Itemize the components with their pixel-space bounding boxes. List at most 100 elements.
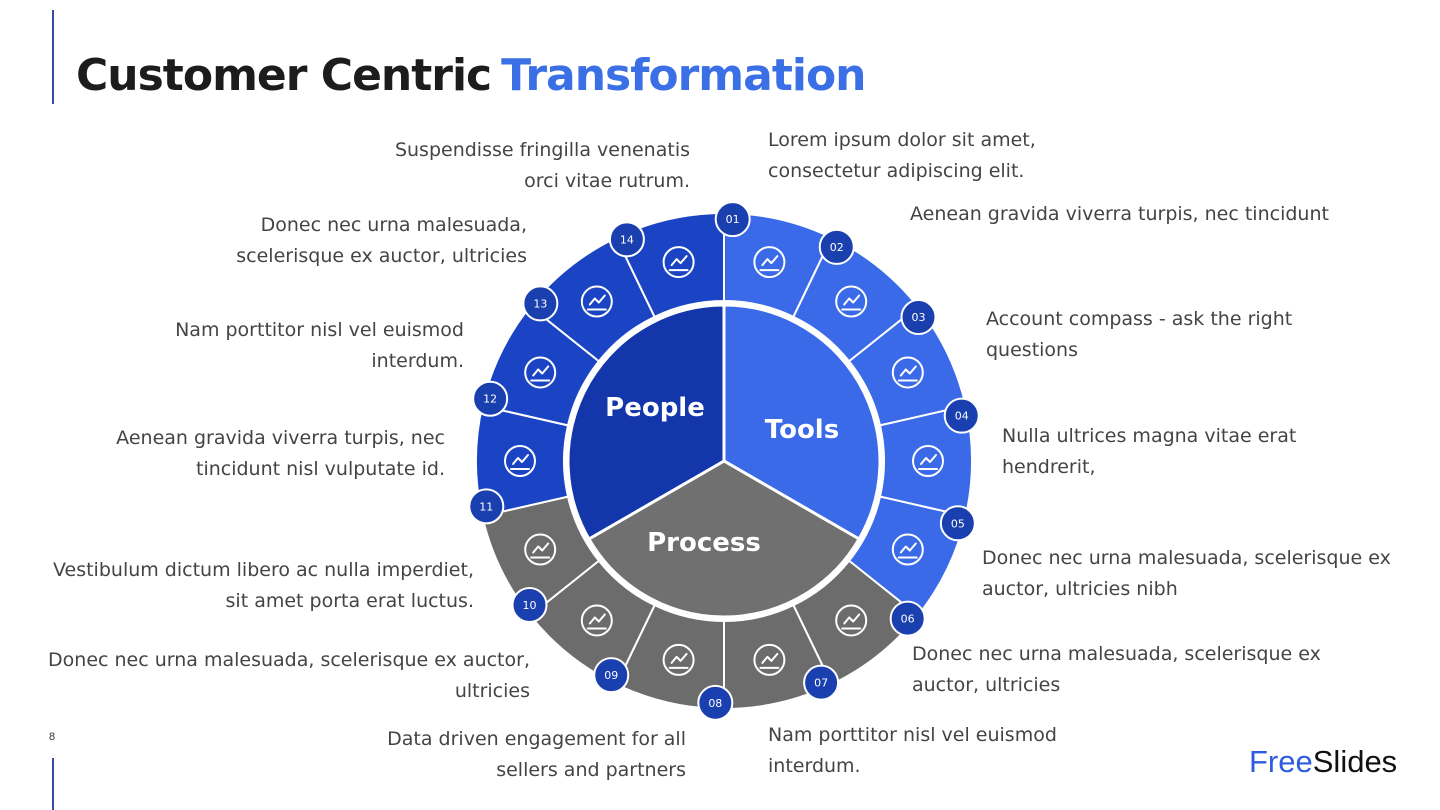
- number-badge-text: 14: [620, 233, 634, 246]
- caption-line: Data driven engagement for all: [387, 728, 686, 750]
- title-part-1: Customer Centric: [76, 50, 492, 101]
- number-badge-04: 04: [943, 397, 980, 434]
- number-badge-05: 05: [939, 505, 976, 542]
- number-badge-09: 09: [593, 657, 630, 694]
- caption-line: Lorem ipsum dolor sit amet,: [768, 129, 1036, 151]
- caption-line: Nam porttitor nisl vel euismod: [175, 319, 464, 341]
- caption-04: Nulla ultrices magna vitae erat hendreri…: [1002, 421, 1296, 483]
- caption-line: questions: [986, 339, 1078, 361]
- number-badge-02: 02: [818, 228, 855, 265]
- caption-line: Aenean gravida viverra turpis, nec: [116, 427, 445, 449]
- caption-09: Donec nec urna malesuada, scelerisque ex…: [48, 645, 530, 707]
- caption-line: Donec nec urna malesuada, scelerisque ex: [982, 547, 1391, 569]
- caption-line: sit amet porta erat luctus.: [225, 590, 474, 612]
- number-badge-text: 09: [604, 669, 618, 682]
- caption-07: Nam porttitor nisl vel euismod interdum.: [768, 720, 1057, 782]
- brand-logo: FreeSlides: [1249, 744, 1397, 780]
- caption-14: Suspendisse fringilla venenatis orci vit…: [395, 135, 690, 197]
- caption-line: interdum.: [371, 350, 464, 372]
- gears-icon: [580, 285, 613, 318]
- caption-03: Account compass - ask the right question…: [986, 304, 1292, 366]
- user-eye-checklist-icon: [580, 604, 613, 637]
- number-badge-text: 06: [901, 613, 915, 626]
- caption-08: Data driven engagement for all sellers a…: [387, 724, 686, 786]
- page-number: 8: [49, 731, 56, 743]
- caption-line: Donec nec urna malesuada, scelerisque ex: [912, 643, 1321, 665]
- caption-line: interdum.: [768, 755, 861, 777]
- lightning-cycle-icon: [835, 285, 868, 318]
- gear-growth-icon: [753, 643, 786, 676]
- caption-06: Donec nec urna malesuada, scelerisque ex…: [912, 639, 1321, 701]
- segment-label-people: People: [605, 393, 705, 423]
- caption-11: Aenean gravida viverra turpis, nec tinci…: [116, 423, 445, 485]
- number-badge-text: 07: [814, 677, 828, 690]
- caption-line: Vestibulum dictum libero ac nulla imperd…: [53, 559, 474, 581]
- thumbs-up-icon: [891, 533, 924, 566]
- number-badge-13: 13: [522, 285, 559, 322]
- caption-line: ultricies: [454, 680, 530, 702]
- caption-line: Account compass - ask the right: [986, 308, 1293, 330]
- caption-line: Nulla ultrices magna vitae erat: [1002, 425, 1297, 447]
- number-badge-text: 01: [726, 213, 740, 226]
- number-badge-text: 02: [830, 241, 844, 254]
- caption-12: Nam porttitor nisl vel euismod interdum.: [175, 315, 464, 377]
- inner-pie: [566, 303, 882, 619]
- report-chart-icon: [835, 604, 868, 637]
- team-gears-icon: [524, 533, 557, 566]
- segment-label-tools: Tools: [765, 415, 839, 445]
- number-badges: 01 02 03 04 05 06 07 08 09 10 11 12 13 14: [468, 201, 980, 721]
- caption-line: scelerisque ex auctor, ultricies: [236, 245, 527, 267]
- database-network-icon: [662, 643, 695, 676]
- number-badge-text: 10: [523, 599, 537, 612]
- growth-chart-icon: [662, 246, 695, 279]
- number-badge-text: 11: [479, 500, 493, 513]
- number-badge-text: 13: [533, 297, 547, 310]
- number-badge-14: 14: [608, 221, 645, 258]
- number-badge-06: 06: [889, 600, 926, 637]
- caption-line: consectetur adipiscing elit.: [768, 160, 1025, 182]
- caption-line: Donec nec urna malesuada,: [260, 214, 527, 236]
- segment-label-process: Process: [647, 528, 761, 558]
- caption-13: Donec nec urna malesuada, scelerisque ex…: [236, 210, 527, 272]
- number-badge-text: 03: [911, 311, 925, 324]
- pie-segment-tools: [722, 303, 882, 542]
- stopwatch-icon: [524, 356, 557, 389]
- number-badge-10: 10: [511, 586, 548, 623]
- caption-line: orci vitae rutrum.: [524, 170, 690, 192]
- touch-hand-icon: [912, 445, 944, 477]
- brand-part-1: Free: [1249, 744, 1313, 779]
- caption-line: Suspendisse fringilla venenatis: [394, 139, 690, 161]
- caption-line: sellers and partners: [496, 759, 686, 781]
- number-badge-12: 12: [472, 380, 509, 417]
- number-badge-text: 04: [955, 410, 969, 423]
- number-badge-07: 07: [803, 664, 840, 701]
- caption-line: Nam porttitor nisl vel euismod: [768, 724, 1057, 746]
- pie-segment-people: [566, 303, 726, 542]
- certificate-icon: [504, 445, 536, 477]
- number-badge-text: 05: [951, 517, 965, 530]
- caption-10: Vestibulum dictum libero ac nulla imperd…: [53, 555, 474, 617]
- hand-box-gears-icon: [753, 246, 786, 279]
- number-badge-08: 08: [697, 684, 734, 721]
- number-badge-03: 03: [900, 299, 937, 336]
- caption-05: Donec nec urna malesuada, scelerisque ex…: [982, 543, 1391, 605]
- caption-line: auctor, ultricies nibh: [982, 578, 1178, 600]
- number-badge-text: 12: [483, 393, 497, 406]
- brand-part-2: Slides: [1312, 744, 1398, 779]
- caption-02: Aenean gravida viverra turpis, nec tinci…: [910, 199, 1329, 230]
- number-badge-01: 01: [714, 201, 751, 238]
- caption-line: hendrerit,: [1002, 456, 1096, 478]
- caption-line: tincidunt nisl vulputate id.: [196, 458, 445, 480]
- number-badge-11: 11: [468, 488, 505, 525]
- number-badge-text: 08: [708, 697, 722, 710]
- caption-line: Aenean gravida viverra turpis, nec tinci…: [910, 203, 1329, 225]
- bottom-accent-line: [52, 758, 54, 810]
- top-accent-line: [52, 10, 54, 104]
- compass-icon: [891, 356, 924, 389]
- title-part-2: Transformation: [501, 50, 866, 101]
- ring-icons: [504, 246, 944, 676]
- caption-01: Lorem ipsum dolor sit amet, consectetur …: [768, 125, 1036, 187]
- caption-line: Donec nec urna malesuada, scelerisque ex…: [48, 649, 530, 671]
